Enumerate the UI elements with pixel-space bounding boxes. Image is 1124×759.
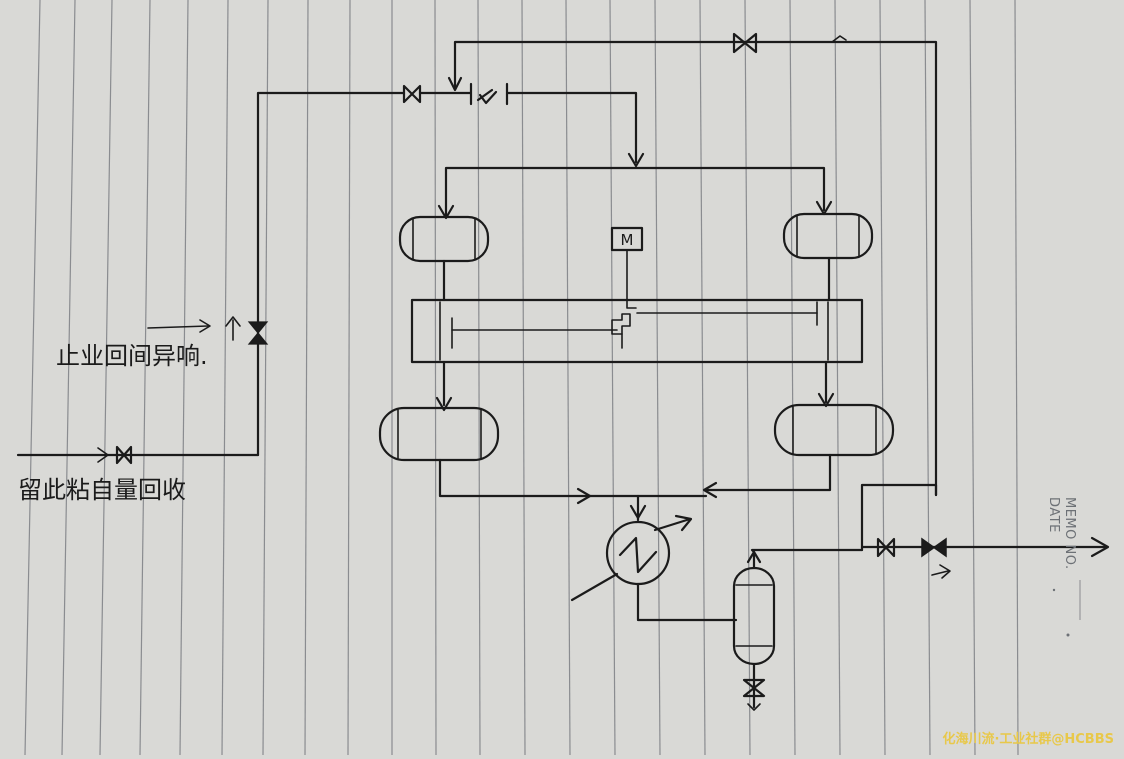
vessel-lower-right [773, 403, 895, 457]
watermark-text: 化海川流·工业社群@HCBBS [942, 731, 1114, 747]
lower-annotation-group: 留此粘自量回收 [18, 476, 186, 504]
left-feed-line [16, 447, 260, 463]
upper-vessel-outlets [442, 256, 831, 302]
exchanger-to-drum-line [636, 582, 738, 622]
collector-line [438, 453, 832, 522]
gate-valve-feed [115, 445, 133, 465]
lower-annotation-text: 留此粘自量回收 [18, 476, 186, 504]
gate-valve-top [732, 32, 758, 54]
gate-valve-header [402, 84, 422, 104]
control-valve-riser [225, 316, 269, 345]
memo-label: MEMO NO. [1062, 497, 1077, 570]
upper-annotation-group: 止业回间异响. [56, 319, 211, 370]
control-valve-outlet [921, 537, 951, 579]
top-return-line [447, 35, 938, 497]
meter-box-symbol: M [621, 231, 634, 249]
product-outlet-line [860, 483, 1110, 558]
meter-box: M [610, 226, 644, 309]
central-reactor-block [410, 298, 864, 364]
vertical-separator [732, 548, 864, 711]
check-valve-header [469, 82, 509, 106]
memo-underlines [1052, 580, 1081, 637]
upper-annotation-text: 止业回间异响. [56, 342, 208, 370]
date-label: DATE [1046, 497, 1061, 533]
memo-header: MEMO NO. DATE [1046, 497, 1077, 570]
gate-valve-outlet [876, 537, 896, 558]
